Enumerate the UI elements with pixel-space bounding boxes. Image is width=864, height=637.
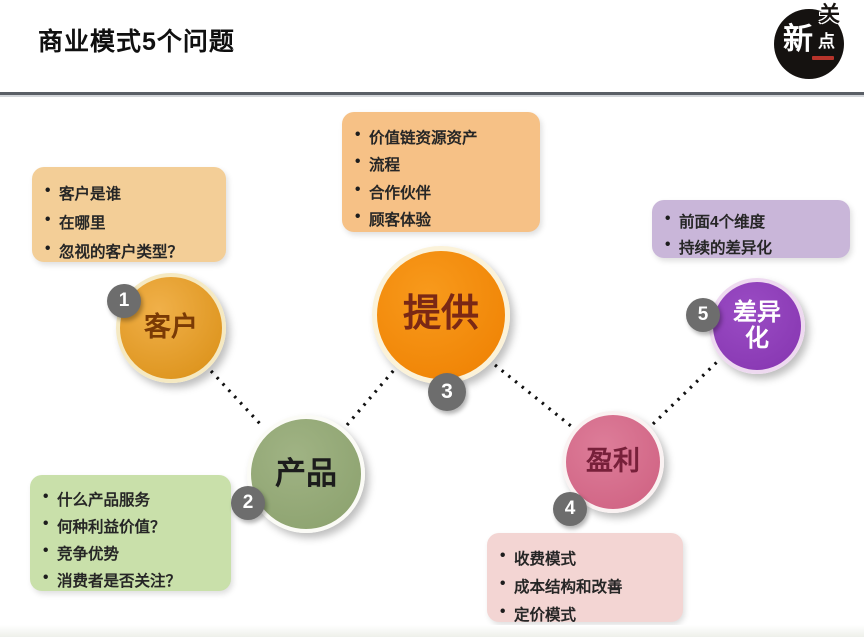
header-divider [0,92,864,97]
bottom-edge-strip [0,625,864,637]
number-badge-4: 4 [553,492,587,526]
number-badge-5: 5 [686,298,720,332]
page-title: 商业模式5个问题 [38,28,235,56]
note-item: 何种利益价值？ [42,515,219,537]
note-customer: 客户是谁 在哪里 忽视的客户类型？ [32,167,226,262]
note-item: 消费者是否关注？ [42,569,219,591]
node-differentiation-label: 差异化 [733,298,781,352]
note-item: 竞争优势 [42,542,219,564]
note-item: 定价模式 [499,603,671,625]
note-item: 收费模式 [499,547,671,569]
logo-char-dian: 点 [818,32,835,51]
note-item: 合作伙伴 [354,181,528,203]
logo-char-xin: 新 [783,23,813,56]
connector-profit-diff [651,359,720,426]
number-badge-1: 1 [107,284,141,318]
note-item: 成本结构和改善 [499,575,671,597]
node-customer-circle: 客户 [116,273,226,383]
node-offer-circle: 提供 [372,246,510,384]
note-item: 顾客体验 [354,208,528,230]
note-item: 在哪里 [44,211,214,233]
brand-logo: 新 关 点 [774,4,844,79]
note-item: 前面4个维度 [664,210,838,232]
node-product-circle: 产品 [247,415,365,533]
logo-red-mark [812,56,834,60]
connector-customer-product [209,369,265,429]
logo-char-guan: 关 [819,3,840,26]
node-offer-label: 提供 [402,293,479,336]
node-profit-label: 盈利 [586,446,640,477]
note-item: 持续的差异化 [664,236,838,258]
note-offer: 价值链资源资产 流程 合作伙伴 顾客体验 [342,112,540,232]
number-badge-2: 2 [231,486,265,520]
node-customer-label: 客户 [144,312,198,343]
node-profit-circle: 盈利 [562,411,664,513]
note-differentiation: 前面4个维度 持续的差异化 [652,200,850,258]
note-profit: 收费模式 成本结构和改善 定价模式 [487,533,683,625]
number-badge-3: 3 [428,373,466,411]
node-product-label: 产品 [275,455,337,491]
note-item: 客户是谁 [44,182,214,204]
note-item: 流程 [354,153,528,175]
node-differentiation-circle: 差异化 [709,278,805,374]
note-item: 忽视的客户类型？ [44,240,214,262]
connector-offer-profit [493,363,573,428]
note-item: 什么产品服务 [42,488,219,510]
note-product: 什么产品服务 何种利益价值？ 竞争优势 消费者是否关注？ [30,475,231,591]
note-item: 价值链资源资产 [354,126,528,148]
connector-product-offer [345,368,396,427]
